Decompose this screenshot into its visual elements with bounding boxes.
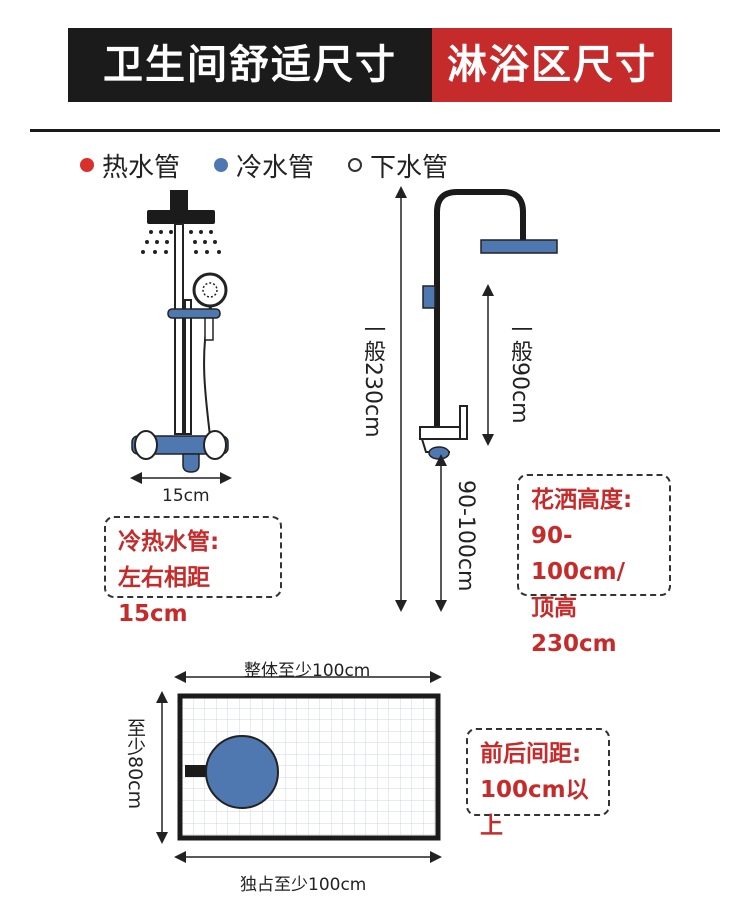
legend-label: 热水管: [102, 152, 181, 183]
shower-pipe: [434, 189, 526, 428]
page-title: 卫生间舒适尺寸: [68, 28, 432, 102]
legend-label: 冷水管: [236, 152, 315, 183]
overhead-shower-icon: [147, 210, 215, 224]
depth-label: 至少80cm: [124, 718, 146, 810]
side-shower-head-icon: [480, 239, 558, 254]
note-front-back-spacing: 前后间距: 100cm以上: [466, 728, 610, 839]
valve-range-label: 90-100cm: [453, 480, 478, 592]
riser-pipe-inner: [184, 299, 192, 435]
spout-icon: [182, 453, 200, 473]
note-value: 左右相距15cm: [118, 565, 210, 627]
bottom-width-label: 独占至少100cm: [240, 875, 367, 895]
floor-plan: [156, 671, 442, 863]
legend-cold-water: 冷水管: [214, 148, 315, 183]
note-value: 90-100cm/: [531, 523, 626, 585]
shower-front-view: [130, 190, 232, 484]
legend-drain: 下水管: [348, 148, 449, 183]
water-spray-icon: [141, 230, 221, 254]
side-valve-body: [419, 426, 465, 440]
shower-side-view: [395, 186, 558, 612]
shower-arm-icon: [185, 765, 211, 777]
side-spout-icon: [428, 446, 450, 460]
valve-height-label: 一般90cm: [507, 318, 532, 424]
total-height-label: 一般230cm: [360, 318, 385, 438]
cold-water-dot-icon: [214, 158, 228, 172]
wall-bracket: [422, 285, 436, 309]
note-heading: 冷热水管:: [118, 529, 220, 555]
divider: [30, 129, 720, 132]
note-pipe-spacing: 冷热水管: 左右相距15cm: [104, 516, 282, 627]
legend-hot-water: 热水管: [80, 148, 181, 183]
valve-lever-icon: [459, 405, 468, 440]
shower-head-plan-icon: [205, 735, 279, 809]
riser-pipe: [174, 223, 184, 435]
shower-head-neck: [170, 190, 188, 212]
legend-label: 下水管: [370, 152, 449, 183]
left-knob-icon: [134, 430, 158, 460]
width-label: 15cm: [162, 486, 210, 506]
drain-dot-icon: [348, 158, 362, 172]
note-value: 顶高230cm: [531, 595, 617, 657]
note-heading: 花洒高度:: [531, 487, 633, 513]
note-shower-head-height: 花洒高度: 90-100cm/ 顶高230cm: [517, 474, 671, 657]
section-title: 淋浴区尺寸: [432, 28, 672, 102]
hot-water-dot-icon: [80, 158, 94, 172]
right-knob-icon: [203, 430, 227, 460]
top-width-label: 整体至少100cm: [244, 661, 371, 681]
note-value: 100cm以上: [480, 777, 589, 839]
slide-holder: [167, 308, 221, 319]
note-heading: 前后间距:: [480, 741, 582, 767]
